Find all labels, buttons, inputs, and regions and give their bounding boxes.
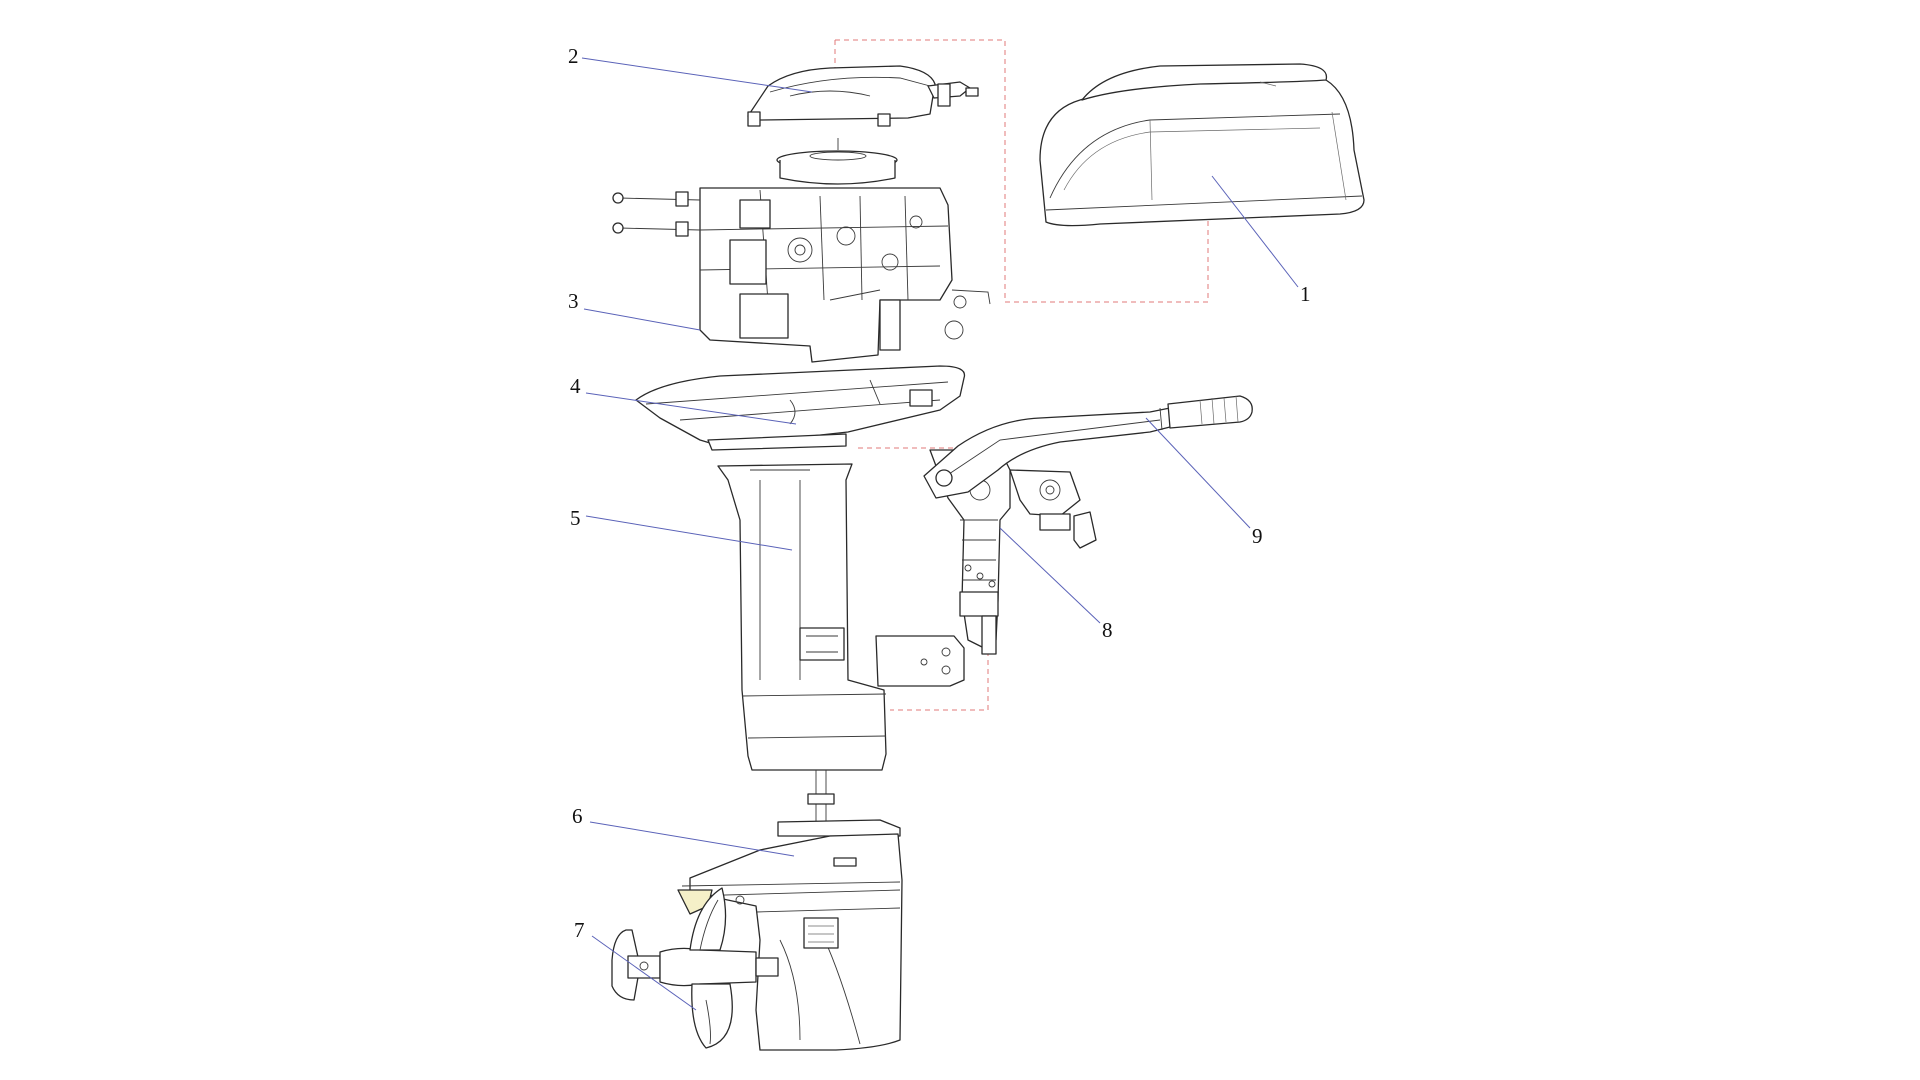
part-4-bottom-cowling [635, 365, 966, 451]
drive-shaft [807, 770, 835, 826]
part-1-top-cowling [1039, 63, 1365, 227]
callout-1: 1 [1300, 282, 1311, 306]
callout-5: 5 [570, 506, 581, 530]
part-8-swivel-bracket [929, 449, 1097, 655]
callout-labels: 1 2 3 4 5 6 7 8 9 [568, 44, 1311, 942]
part-5-midsection-housing [717, 463, 965, 771]
leader-lines [581, 57, 1299, 1011]
callout-7: 7 [574, 918, 585, 942]
callout-3: 3 [568, 289, 579, 313]
callout-8: 8 [1102, 618, 1113, 642]
part-6-gear-case [677, 819, 903, 1051]
callout-2: 2 [568, 44, 579, 68]
callout-6: 6 [572, 804, 583, 828]
part-2-intake-cover [747, 65, 979, 127]
part-9-tiller-handle [923, 395, 1253, 499]
callout-9: 9 [1252, 524, 1263, 548]
part-7-propeller [611, 887, 779, 1049]
callout-4: 4 [570, 374, 581, 398]
part-3-power-head [612, 138, 991, 363]
